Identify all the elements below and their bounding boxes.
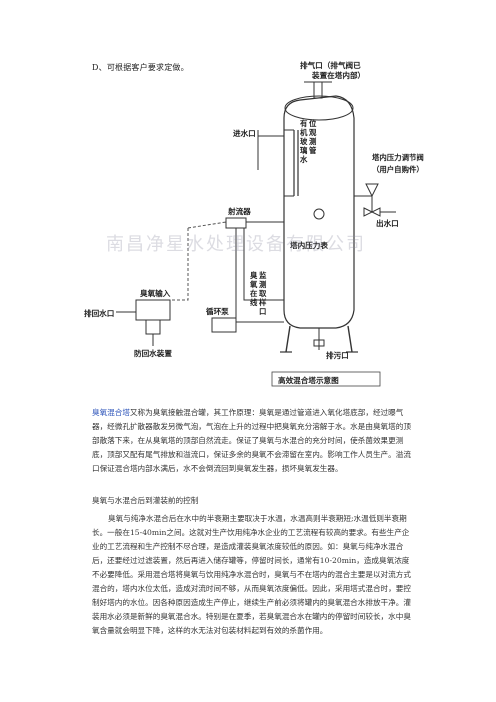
mixing-tower-diagram: 排气口（排气阀已 装置在塔内部） 进水口 塔内压力调节阀 （用户自购件） 出水口… bbox=[84, 60, 424, 387]
ejector bbox=[225, 217, 247, 229]
label-outlet: 出水口 bbox=[376, 218, 399, 228]
pressure-valve bbox=[365, 183, 379, 198]
label-tower-pressure: 塔内压力表 bbox=[290, 240, 328, 250]
paragraph-2: 臭氧与纯净水混合后在水中的半衰期主要取决于水温，水温高则半衰期短;水温低则半衰期… bbox=[92, 514, 411, 635]
keyword-link[interactable]: 臭氧混合塔 bbox=[92, 408, 130, 417]
label-backflow: 防回水装置 bbox=[134, 348, 172, 358]
label-exhaust-2: 装置在塔内部） bbox=[311, 70, 365, 80]
pressure-gauge bbox=[313, 208, 325, 220]
paragraph-1-text: 又称为臭氧接触混合罐，其工作原理：臭氧是通过管道进入氧化塔底部，经过曝气器，经微… bbox=[92, 408, 411, 473]
tower-leg-left bbox=[285, 325, 291, 353]
label-pressure-reg-2: （用户自购件） bbox=[372, 165, 424, 174]
label-ejector: 射流器 bbox=[227, 206, 251, 216]
tower-top-cap bbox=[284, 95, 354, 121]
label-circulation-pump: 循环泵 bbox=[206, 306, 229, 316]
label-recycle-outlet: 排回水口 bbox=[84, 308, 114, 318]
label-exhaust: 排气口（排气阀已 bbox=[300, 60, 361, 70]
ozone-generator bbox=[135, 299, 171, 321]
circulation-pump bbox=[211, 317, 237, 333]
label-drain: 排污口 bbox=[326, 350, 349, 360]
paragraph-1: 臭氧混合塔又称为臭氧接触混合罐，其工作原理：臭氧是通过管道进入氧化塔底部，经过曝… bbox=[92, 406, 412, 476]
label-mix-line: 臭氧在线监测取样口 bbox=[249, 271, 267, 316]
label-inlet: 进水口 bbox=[233, 128, 256, 138]
ozone-line bbox=[170, 228, 189, 301]
label-ozone-in: 臭氧输入 bbox=[140, 288, 171, 298]
watermark: 南昌净星水处理设备有限公司 bbox=[106, 234, 366, 255]
section-heading: 臭氧与水混合后到灌装前的控制 bbox=[92, 496, 199, 505]
outlet-valve bbox=[363, 207, 381, 217]
label-level-gauge: 有机玻璃水位观测管 bbox=[300, 119, 317, 164]
tower-tank bbox=[283, 95, 355, 329]
label-caption: 高效混合塔示意图 bbox=[278, 375, 339, 385]
intro-line: D、可根据客户要求定做。 bbox=[92, 63, 189, 72]
label-pressure-reg: 塔内压力调节阀 bbox=[372, 153, 424, 162]
tower-leg-right bbox=[347, 325, 353, 353]
